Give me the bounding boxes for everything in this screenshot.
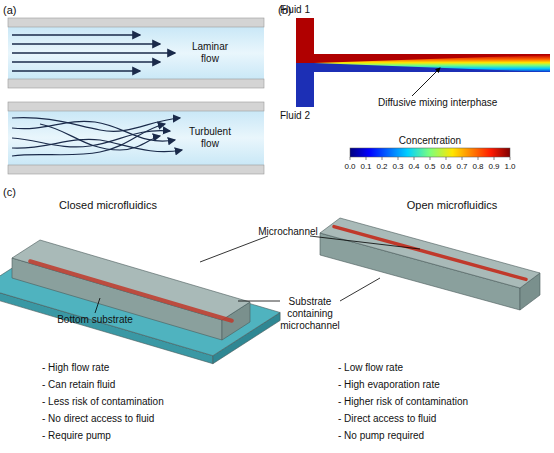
text-label: Microchannel [258,226,317,238]
text-label: - Less risk of contamination [42,396,164,408]
microchannel [30,261,232,321]
text-label: Closed microfluidics [59,199,157,211]
text-label: - High evaporation rate [338,379,440,391]
text-label: 0.7 [456,161,467,173]
tick-mark [366,157,367,160]
tick-mark [382,157,383,160]
tick-mark [350,157,351,160]
tick-mark [430,157,431,160]
text-label: Laminar flow [184,41,236,65]
tick-mark [414,157,415,160]
text-label: - Direct access to fluid [338,413,436,425]
text-label: - No direct access to fluid [42,413,154,425]
microchannel [334,227,526,280]
text-label: Diffusive mixing interphase [378,97,497,109]
text-label: 0.6 [440,161,451,173]
channel-block [12,240,250,320]
tick-mark [462,157,463,160]
text-label: Open microfluidics [407,199,497,211]
text-label: - Low flow rate [338,362,403,374]
text-label: 0.2 [376,161,387,173]
tick-mark [510,157,511,160]
text-label: Fluid 1 [280,4,310,16]
tick-mark [478,157,479,160]
text-label: 0.9 [488,161,499,173]
text-label: 0.5 [424,161,435,173]
text-label: Turbulent flow [181,126,239,150]
text-label: - Higher risk of contamination [338,396,468,408]
channel-block [320,218,540,288]
tick-mark [398,157,399,160]
text-label: Bottom substrate [57,314,133,326]
text-label: 1.0 [504,161,515,173]
text-label: 0.4 [408,161,419,173]
text-label: - Require pump [42,430,111,442]
text-label: 0.1 [360,161,371,173]
text-label: 0.3 [392,161,403,173]
text-label: 0.8 [472,161,483,173]
tick-mark [446,157,447,160]
text-label: Substrate containing microchannel [279,296,341,332]
tick-mark [494,157,495,160]
text-label: 0.0 [344,161,355,173]
text-label: Fluid 2 [280,110,310,122]
panel-letter: (a) [3,4,16,16]
text-label: - High flow rate [42,362,109,374]
text-label: - Can retain fluid [42,379,115,391]
panel-letter: (c) [3,186,16,198]
text-label: - No pump required [338,430,424,442]
text-label: Concentration [399,135,461,147]
